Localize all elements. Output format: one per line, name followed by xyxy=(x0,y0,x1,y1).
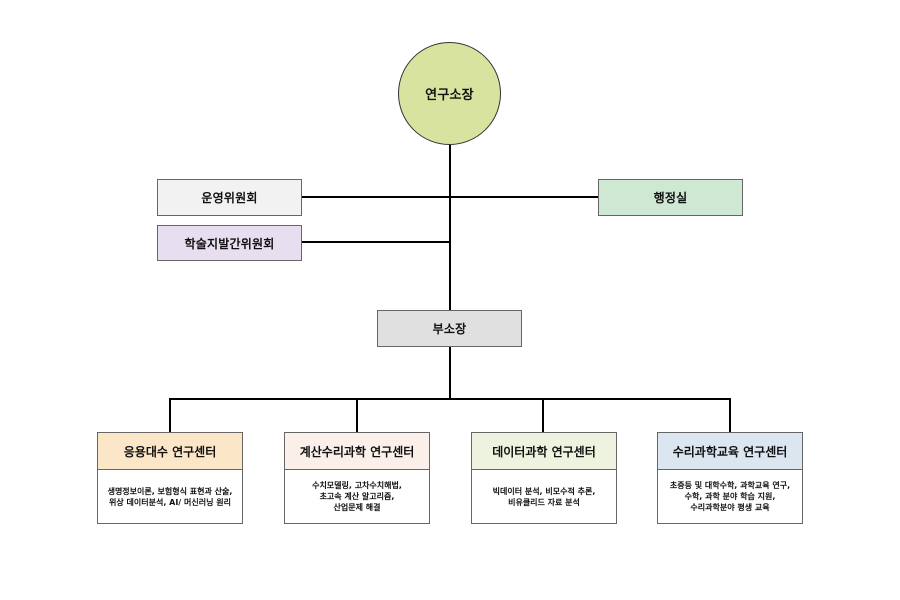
publication-committee-label: 학술지발간위원회 xyxy=(184,236,275,251)
center-description-line: 생명정보이론, 보험형식 표현과 산술, xyxy=(107,486,233,496)
center-computational-title-box: 계산수리과학 연구센터 xyxy=(284,432,430,470)
center-title: 계산수리과학 연구센터 xyxy=(299,444,415,459)
center-applied-algebra-description: 생명정보이론, 보험형식 표현과 산술, 위상 데이터분석, AI/ 머신러닝 … xyxy=(97,470,243,524)
director-label: 연구소장 xyxy=(425,88,474,103)
center-title: 수리과학교육 연구센터 xyxy=(672,444,788,459)
center-description-line: 수치모델링, 고차수치해법, xyxy=(312,481,402,490)
center-description-line: 빅데이터 분석, 비모수적 추론, xyxy=(492,486,596,496)
center-title: 응용대수 연구센터 xyxy=(123,444,217,459)
admin-office-node: 행정실 xyxy=(598,179,743,216)
center-title: 데이터과학 연구센터 xyxy=(492,444,596,459)
center-description-line: 위상 데이터분석, AI/ 머신러닝 원리 xyxy=(109,497,231,507)
operations-committee-label: 운영위원회 xyxy=(201,191,258,205)
operations-committee-node: 운영위원회 xyxy=(157,179,302,216)
center-applied-algebra-title-box: 응용대수 연구센터 xyxy=(97,432,243,470)
center-education-description: 초중등 및 대학수학, 과학교육 연구, 수학, 과학 분야 학습 지원, 수리… xyxy=(657,470,803,524)
center-description-line: 산업문제 해결 xyxy=(333,503,381,512)
vice-director-node: 부소장 xyxy=(377,310,522,347)
center-description-line: 초중등 및 대학수학, 과학교육 연구, xyxy=(669,481,791,490)
center-description-line: 수학, 과학 분야 학습 지원, xyxy=(684,492,776,501)
center-description-line: 비유클리드 자료 분석 xyxy=(508,497,580,507)
vice-director-label: 부소장 xyxy=(432,322,467,336)
admin-office-label: 행정실 xyxy=(653,191,688,205)
center-education-title-box: 수리과학교육 연구센터 xyxy=(657,432,803,470)
director-node: 연구소장 xyxy=(398,42,501,145)
center-computational-description: 수치모델링, 고차수치해법, 초고속 계산 알고리즘, 산업문제 해결 xyxy=(284,470,430,524)
center-data-science-title-box: 데이터과학 연구센터 xyxy=(471,432,617,470)
publication-committee-node: 학술지발간위원회 xyxy=(157,225,302,261)
center-description-line: 초고속 계산 알고리즘, xyxy=(319,492,395,501)
center-description-line: 수리과학분야 평생 교육 xyxy=(690,503,770,512)
center-data-science-description: 빅데이터 분석, 비모수적 추론, 비유클리드 자료 분석 xyxy=(471,470,617,524)
